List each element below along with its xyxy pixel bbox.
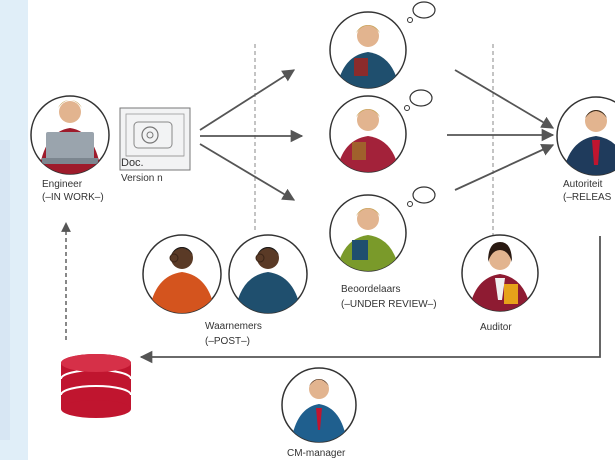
observers-name: Waarnemers (205, 321, 262, 332)
database-icon (60, 354, 132, 418)
auditor-node: Auditor (461, 234, 539, 333)
arrow-to-reviewer-bottom (199, 143, 296, 201)
arrow-to-reviewer-top (199, 69, 296, 131)
document-node: Doc. Version n (119, 107, 191, 184)
side-panel-lower (0, 140, 10, 440)
arrow-reviewer-bottom-to-authority (454, 144, 555, 191)
document-drawing-icon (119, 107, 191, 171)
engineer-node: Engineer (–IN WORK–) (30, 95, 110, 203)
auditor-name: Auditor (480, 322, 512, 333)
thought-bubble-icon (412, 1, 436, 19)
observers-state: (–POST–) (205, 336, 250, 347)
observer-right-node: Waarnemers (–POST–) (205, 234, 308, 347)
flow-arrows (139, 69, 601, 364)
thought-bubble-icon (409, 89, 433, 107)
arrow-authority-to-database (139, 236, 601, 364)
reviewer-bottom-node: Beoordelaars (–UNDER REVIEW–) (329, 186, 437, 310)
cm-manager-name: CM-manager (287, 448, 346, 459)
reviewer-middle-node (329, 89, 433, 173)
authority-name: Autoriteit (563, 179, 603, 190)
reviewer-top-node (329, 1, 436, 89)
authority-state: (–RELEAS (563, 192, 612, 203)
thought-bubble-icon (412, 186, 436, 204)
engineer-name: Engineer (42, 179, 83, 190)
cm-manager-node: CM-manager (281, 367, 357, 459)
reviewers-state: (–UNDER REVIEW–) (341, 299, 437, 310)
document-version: Version n (121, 173, 163, 184)
arrow-reviewer-top-to-authority (454, 69, 555, 129)
authority-node: Autoriteit (–RELEAS (556, 96, 615, 203)
observer-left-node (142, 234, 222, 314)
reviewers-name: Beoordelaars (341, 284, 400, 295)
document-label: Doc. (121, 157, 144, 169)
engineer-state: (–IN WORK–) (42, 192, 104, 203)
